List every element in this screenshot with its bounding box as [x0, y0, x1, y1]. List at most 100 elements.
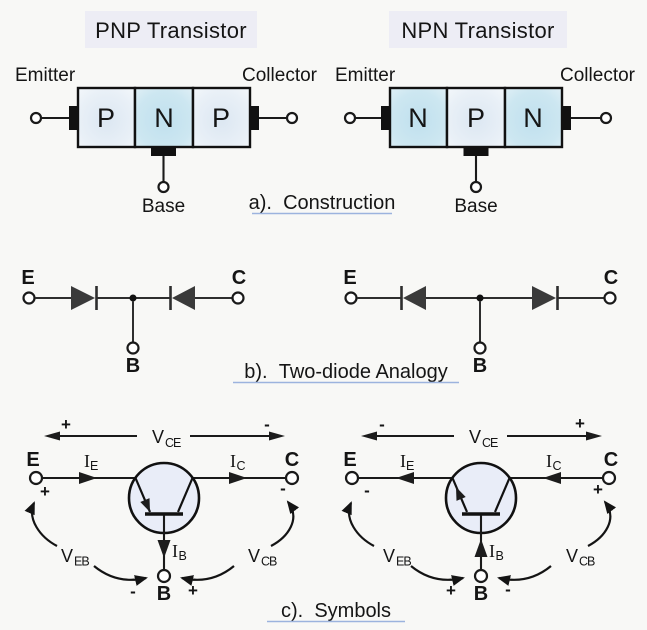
pnp-diode-b-label: B: [126, 355, 140, 377]
pnp-diode-junction-dot: [129, 294, 137, 302]
symbols-caption-link[interactable]: c). Symbols: [281, 600, 391, 622]
pnp-emitter-label: Emitter: [15, 65, 76, 86]
pnp-collector-sign: -: [280, 479, 286, 498]
npn-emitter-sign: -: [364, 481, 370, 500]
pnp-vce-subscript: CE: [165, 436, 181, 450]
npn-collector-terminal: [599, 111, 613, 125]
npn-ie-label: I: [400, 451, 406, 471]
npn-symbol: V CE - + E C I E I C I: [341, 414, 618, 605]
npn-ib-subscript: B: [496, 549, 504, 563]
pnp-vcb-label: V: [248, 546, 260, 566]
npn-vce-left-arrowhead: [361, 431, 377, 441]
symbols-section: V CE + - E C I E I C I: [24, 414, 618, 623]
npn-title-box: [389, 11, 567, 48]
npn-emitter-diode: [403, 286, 426, 310]
pnp-symbol-c-label: C: [285, 449, 299, 471]
npn-emitter-label: Emitter: [335, 65, 396, 86]
npn-symbol-e-label: E: [343, 449, 356, 471]
npn-ic-arrowhead: [543, 472, 561, 484]
pnp-symbol-c-terminal: [284, 470, 300, 486]
construction-caption-link[interactable]: a). Construction: [249, 192, 396, 214]
pnp-symbol-b-label: B: [157, 583, 171, 605]
pnp-vce-left-arrowhead: [44, 431, 60, 441]
pnp-title: PNP Transistor: [95, 18, 247, 43]
pnp-emitter-terminal: [29, 111, 43, 125]
pnp-segment-n: [133, 86, 195, 149]
pnp-emitter-contact: [69, 106, 78, 130]
pnp-base-contact: [151, 147, 176, 156]
pnp-collector-label: Collector: [242, 65, 318, 86]
npn-vce-right-sign: +: [575, 414, 585, 433]
pnp-vcb-subscript: CB: [261, 555, 277, 569]
pnp-base-right-sign: +: [188, 581, 198, 600]
pnp-vcb-arc-to-c: [270, 500, 300, 547]
construction-section: PNP Transistor NPN Transistor Emitter Co…: [15, 11, 636, 217]
pnp-ib-arrowhead: [157, 540, 171, 558]
pnp-collector-terminal: [285, 111, 299, 125]
pnp-letter-2: N: [154, 103, 174, 133]
pnp-collector-contact: [250, 106, 259, 130]
npn-ib-label: I: [489, 541, 495, 561]
pnp-symbol-b-terminal: [156, 568, 172, 584]
npn-vce-subscript: CE: [482, 436, 498, 450]
pnp-vce-left-sign: +: [61, 415, 71, 434]
npn-vce-right-arrowhead: [586, 431, 602, 441]
pnp-emitter-arrow: [140, 498, 150, 512]
pnp-letter-1: P: [97, 103, 115, 133]
pnp-ic-subscript: C: [237, 459, 246, 473]
two-diode-caption-link[interactable]: b). Two-diode Analogy: [244, 361, 447, 383]
pnp-base-left-sign: -: [130, 582, 136, 601]
pnp-diode-e-terminal: [22, 291, 36, 305]
pnp-symbol-e-label: E: [26, 449, 39, 471]
pnp-diode-analogy: E C B: [21, 267, 246, 377]
npn-ic-subscript: C: [553, 459, 562, 473]
pnp-diode-e-label: E: [21, 267, 34, 289]
npn-symbol-c-label: C: [604, 449, 618, 471]
npn-diode-e-terminal: [344, 291, 358, 305]
npn-ie-arrowhead: [396, 472, 414, 484]
pnp-veb-arc-to-b: [93, 565, 148, 586]
npn-vcb-arc-to-b: [497, 565, 552, 586]
npn-emitter-arrow: [456, 487, 466, 501]
pnp-vce-label: V: [152, 427, 164, 447]
two-diode-section: E C B E C: [21, 267, 618, 384]
npn-diode-c-terminal: [603, 291, 617, 305]
npn-emitter-terminal: [343, 111, 357, 125]
pnp-diode-c-label: C: [232, 267, 246, 289]
npn-emitter-contact: [381, 106, 390, 130]
pnp-veb-label: V: [61, 546, 73, 566]
npn-veb-arc-to-e: [341, 501, 375, 547]
npn-veb-arc-to-b: [410, 565, 465, 586]
npn-collector-sign: +: [593, 480, 603, 499]
pnp-diode-b-terminal: [126, 341, 140, 355]
npn-ib-arrowhead: [474, 539, 488, 557]
pnp-collector-diode: [172, 286, 195, 310]
pnp-vce-right-sign: -: [264, 415, 270, 434]
npn-vcb-arc-to-c: [587, 500, 617, 547]
npn-base-left-sign: +: [446, 581, 456, 600]
npn-vce-left-sign: -: [379, 415, 385, 434]
npn-diode-b-terminal: [473, 341, 487, 355]
pnp-emitter-diode: [71, 286, 95, 310]
pnp-ib-subscript: B: [179, 549, 187, 563]
pnp-vce-right-arrowhead: [269, 431, 285, 441]
pnp-ib-label: I: [172, 541, 178, 561]
npn-veb-subscript: EB: [396, 555, 411, 569]
npn-symbol-c-terminal: [601, 470, 617, 486]
npn-title: NPN Transistor: [401, 18, 554, 43]
npn-veb-label: V: [383, 546, 395, 566]
npn-base-contact: [463, 147, 489, 156]
npn-symbol-b-terminal: [473, 568, 489, 584]
npn-diode-junction-dot: [476, 294, 484, 302]
npn-vcb-label: V: [566, 546, 578, 566]
pnp-veb-arc-to-e: [24, 501, 58, 547]
npn-symbol-e-terminal: [344, 470, 360, 486]
npn-diode-analogy: E C B: [343, 267, 618, 377]
pnp-letter-3: P: [212, 103, 230, 133]
pnp-ie-label: I: [84, 451, 90, 471]
npn-base-terminal: [469, 180, 483, 194]
pnp-ie-arrowhead: [79, 472, 97, 484]
pnp-base-terminal: [157, 180, 170, 194]
npn-collector-contact: [562, 106, 571, 130]
